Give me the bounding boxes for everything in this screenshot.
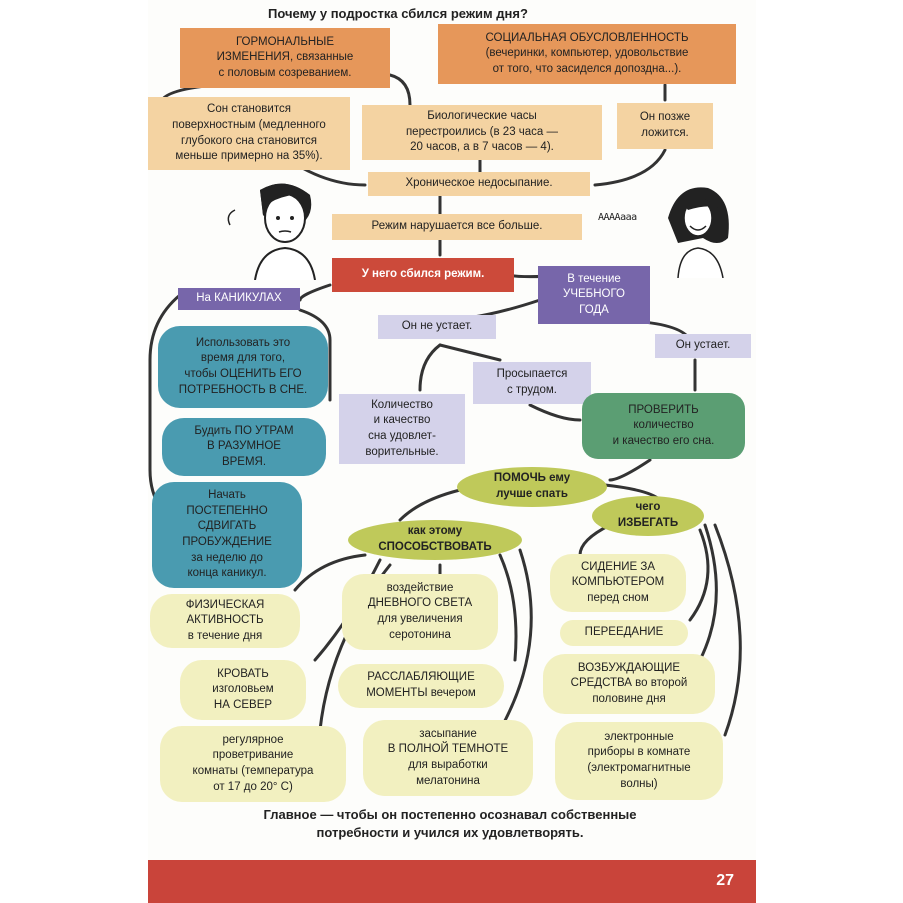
how-to-promote: как этому СПОСОБСТВОВАТЬ [348,520,522,560]
holiday-item-wake: Будить ПО УТРАМ В РАЗУМНОЕ ВРЕМЯ. [162,418,326,476]
effect-later-bed: Он позже ложится. [617,103,713,149]
cause-hormonal: ГОРМОНАЛЬНЫЕ ИЗМЕНЕНИЯ, связанные с поло… [180,28,390,88]
help-sleep-better: ПОМОЧЬ ему лучше спать [457,467,607,507]
effect-bio-clock: Биологические часы перестроились (в 23 ч… [362,105,602,160]
chronic-sleep-deprivation: Хроническое недосыпание. [368,172,590,196]
yawn-text: ААААааа [598,212,637,223]
promote-bed-north: КРОВАТЬ изголовьем НА СЕВЕР [180,660,306,720]
boy-illustration [215,170,325,281]
avoid-overeating: ПЕРЕЕДАНИЕ [560,620,688,646]
regime-broken: У него сбился режим. [332,258,514,292]
wakes-with-difficulty: Просыпается с трудом. [473,362,591,404]
quality-satisfactory: Количество и качество сна удовлет- ворит… [339,394,465,464]
promote-relaxing-moments: РАССЛАБЛЯЮЩИЕ МОМЕНТЫ вечером [338,664,504,708]
promote-physical-activity: ФИЗИЧЕСКАЯ АКТИВНОСТЬ в течение дня [150,594,300,648]
not-tired: Он не устает. [378,315,496,339]
what-to-avoid: чего ИЗБЕГАТЬ [592,496,704,536]
footer-bar: 27 [148,860,756,903]
holiday-item-assess: Использовать это время для того, чтобы О… [158,326,328,408]
regime-worsening: Режим нарушается все больше. [332,214,582,240]
avoid-electronics: электронные приборы в комнате (электрома… [555,722,723,800]
cause-social: СОЦИАЛЬНАЯ ОБУСЛОВЛЕННОСТЬ (вечеринки, к… [438,24,736,84]
holiday-item-shift: Начать ПОСТЕПЕННО СДВИГАТЬ ПРОБУЖДЕНИЕ з… [152,482,302,588]
page-number: 27 [716,872,734,889]
avoid-computer: СИДЕНИЕ ЗА КОМПЬЮТЕРОМ перед сном [550,554,686,612]
holidays-header: На КАНИКУЛАХ [178,288,300,310]
promote-daylight: воздействие ДНЕВНОГО СВЕТА для увеличени… [342,574,498,650]
promote-ventilation: регулярное проветривание комнаты (темпер… [160,726,346,802]
school-year-header: В течение УЧЕБНОГО ГОДА [538,266,650,324]
girl-illustration [648,178,748,279]
page-title: Почему у подростка сбился режим дня? [268,6,528,21]
promote-full-darkness: засыпание В ПОЛНОЙ ТЕМНОТЕ для выработки… [363,720,533,796]
conclusion-text: Главное — чтобы он постепенно осознавал … [263,807,637,841]
avoid-stimulants: ВОЗБУЖДАЮЩИЕ СРЕДСТВА во второй половине… [543,654,715,714]
check-sleep: ПРОВЕРИТЬ количество и качество его сна. [582,393,745,459]
tired: Он устает. [655,334,751,358]
effect-shallow-sleep: Сон становится поверхностным (медленного… [148,97,350,170]
